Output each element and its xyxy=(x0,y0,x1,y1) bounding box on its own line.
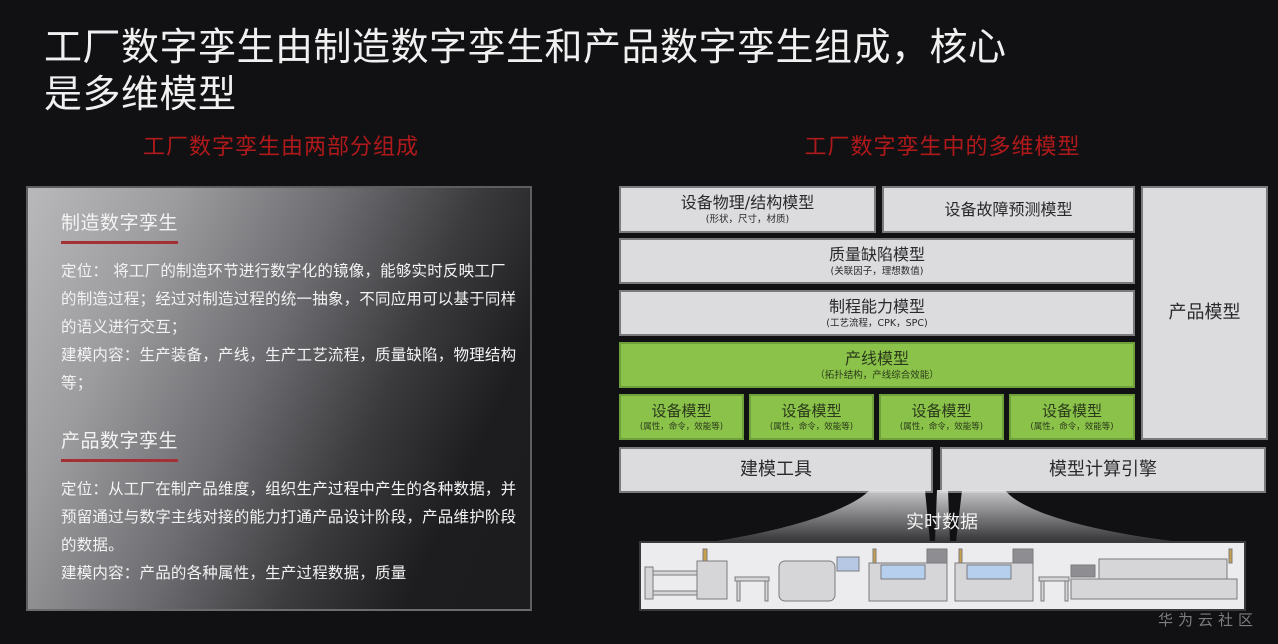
box-title: 产线模型 xyxy=(844,348,909,368)
box-title: 建模工具 xyxy=(740,459,812,480)
box-title: 设备模型 xyxy=(651,401,712,420)
box-subtitle: （拓扑结构，产线综合效能） xyxy=(815,369,939,381)
realtime-data-label: 实时数据 xyxy=(906,512,978,533)
box-title: 制程能力模型 xyxy=(828,296,925,316)
data-flow-funnel-graphic xyxy=(710,490,1180,542)
product-twin-positioning: 定位：从工厂在制产品维度，组织生产过程中产生的各种数据，并预留通过与数字主线对接… xyxy=(61,480,517,554)
smt-equipment-icon xyxy=(644,548,1238,602)
modeling-tools-box: 建模工具 xyxy=(619,447,933,493)
product-model-box: 产品模型 xyxy=(1141,186,1268,440)
production-line-model-box: 产线模型 （拓扑结构，产线综合效能） xyxy=(619,342,1135,388)
manufacturing-twin-positioning: 定位： 将工厂的制造环节进行数字化的镜像，能够实时反映工厂的制造过程；经过对制造… xyxy=(61,262,517,336)
manufacturing-twin-block: 制造数字孪生 定位： 将工厂的制造环节进行数字化的镜像，能够实时反映工厂的制造过… xyxy=(61,210,521,397)
box-subtitle: (属性，命令，效能等) xyxy=(899,421,984,432)
device-model-box: 设备模型 (属性，命令，效能等) xyxy=(1009,394,1135,440)
manufacturing-twin-text: 定位： 将工厂的制造环节进行数字化的镜像，能够实时反映工厂的制造过程；经过对制造… xyxy=(61,257,521,397)
box-title: 模型计算引擎 xyxy=(1049,459,1157,480)
title-line-2: 是多维模型 xyxy=(44,72,237,116)
manufacturing-twin-content: 建模内容：生产装备，产线，生产工艺流程，质量缺陷，物理结构等； xyxy=(61,346,517,392)
physical-structure-model-box: 设备物理/结构模型 (形状，尺寸，材质) xyxy=(619,186,876,233)
device-model-box: 设备模型 (属性，命令，效能等) xyxy=(749,394,874,440)
manufacturing-twin-title: 制造数字孪生 xyxy=(61,210,179,244)
production-line-illustration xyxy=(639,541,1246,611)
quality-defect-model-box: 质量缺陷模型 (关联因子，理想数值) xyxy=(619,238,1135,284)
box-subtitle: (工艺流程，CPK，SPC) xyxy=(826,317,928,329)
product-twin-text: 定位：从工厂在制产品维度，组织生产过程中产生的各种数据，并预留通过与数字主线对接… xyxy=(61,475,521,587)
box-subtitle: (关联因子，理想数值) xyxy=(830,265,924,277)
box-title: 设备模型 xyxy=(781,401,842,420)
box-subtitle: (属性，命令，效能等) xyxy=(1030,421,1114,432)
fault-prediction-model-box: 设备故障预测模型 xyxy=(882,186,1135,233)
model-computing-engine-box: 模型计算引擎 xyxy=(940,447,1266,493)
box-title: 质量缺陷模型 xyxy=(828,244,925,264)
page-title: 工厂数字孪生由制造数字孪生和产品数字孪生组成，核心 是多维模型 xyxy=(44,24,1224,118)
box-title: 设备模型 xyxy=(911,401,972,420)
box-subtitle: (形状，尺寸，材质) xyxy=(705,214,790,225)
left-section-heading: 工厂数字孪生由两部分组成 xyxy=(142,135,419,160)
product-twin-block: 产品数字孪生 定位：从工厂在制产品维度，组织生产过程中产生的各种数据，并预留通过… xyxy=(61,428,521,587)
box-subtitle: (属性，命令，效能等) xyxy=(769,421,854,432)
box-title: 设备模型 xyxy=(1041,401,1102,420)
product-twin-content: 建模内容：产品的各种属性，生产过程数据，质量 xyxy=(61,564,407,582)
info-panel: 制造数字孪生 定位： 将工厂的制造环节进行数字化的镜像，能够实时反映工厂的制造过… xyxy=(26,186,532,611)
box-title: 产品模型 xyxy=(1168,302,1241,323)
box-title: 设备物理/结构模型 xyxy=(680,193,815,212)
box-subtitle: (属性，命令，效能等) xyxy=(639,421,724,432)
process-capability-model-box: 制程能力模型 (工艺流程，CPK，SPC) xyxy=(619,290,1135,336)
watermark: 华为云社区 xyxy=(1158,611,1259,629)
right-section-heading: 工厂数字孪生中的多维模型 xyxy=(804,135,1081,160)
product-twin-title: 产品数字孪生 xyxy=(61,428,179,462)
device-model-box: 设备模型 (属性，命令，效能等) xyxy=(879,394,1004,440)
title-line-1: 工厂数字孪生由制造数字孪生和产品数字孪生组成，核心 xyxy=(44,25,1007,69)
box-title: 设备故障预测模型 xyxy=(944,200,1073,219)
device-model-box: 设备模型 (属性，命令，效能等) xyxy=(619,394,744,440)
